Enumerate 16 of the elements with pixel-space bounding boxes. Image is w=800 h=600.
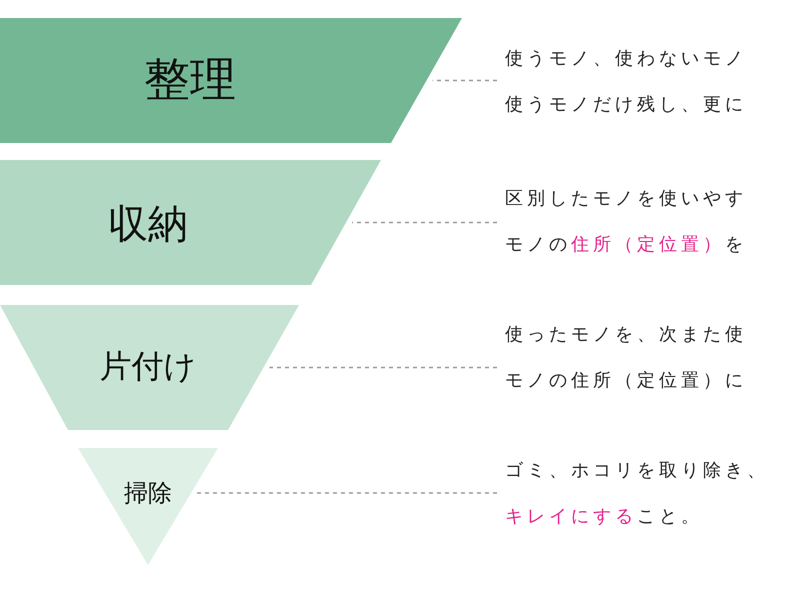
description-text: 区別したモノを使いやす <box>505 187 747 210</box>
leader-line <box>352 222 497 224</box>
leader-line <box>197 492 497 494</box>
description-text: モノの住所（定位置）を <box>505 233 747 256</box>
description-text: 使うモノだけ残し、更に <box>505 93 747 116</box>
description-text: モノの住所（定位置）に <box>505 369 747 392</box>
band-label: 整理 <box>144 51 236 108</box>
band-label: 片付け <box>100 346 196 387</box>
leader-line <box>432 80 497 82</box>
leader-line <box>270 366 497 368</box>
description-text: ゴミ、ホコリを取り除き、 <box>505 459 769 482</box>
description-text: キレイにすること。 <box>505 505 703 528</box>
description-text: 使ったモノを、次また使 <box>505 323 747 346</box>
band-label: 収納 <box>108 200 188 250</box>
band-label: 掃除 <box>124 478 172 509</box>
description-text: 使うモノ、使わないモノ <box>505 47 747 70</box>
